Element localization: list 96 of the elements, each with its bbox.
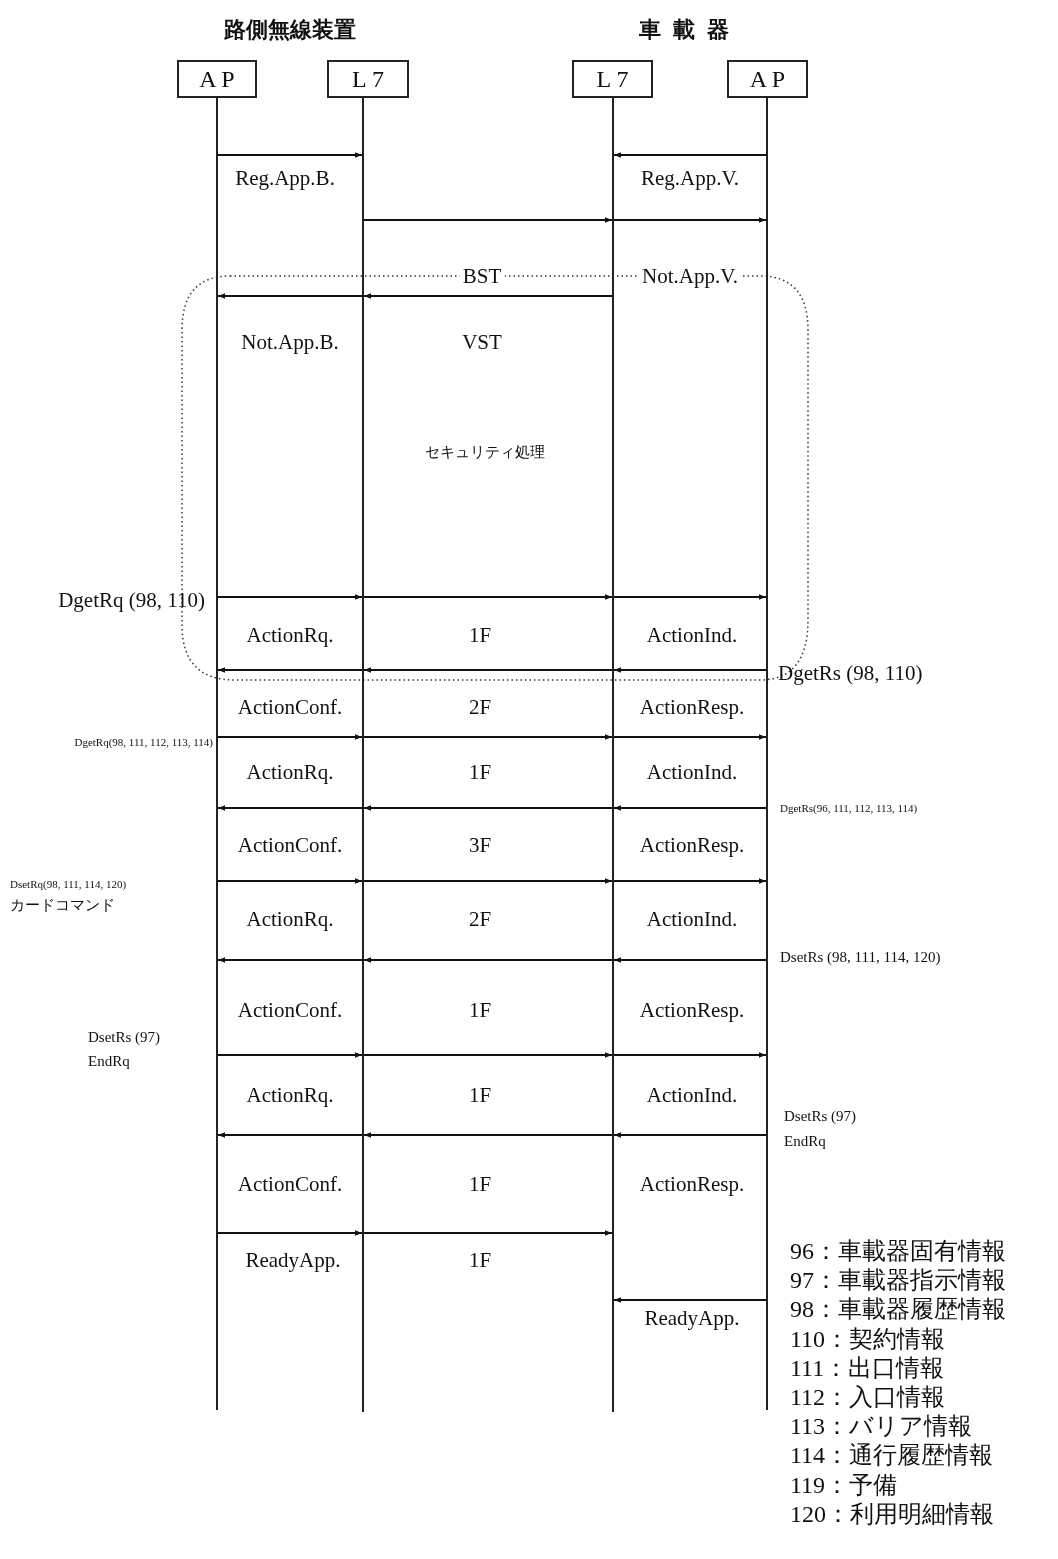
message-arrow: [363, 667, 613, 673]
message-label: 1F: [468, 1247, 492, 1273]
message-arrow: [363, 1132, 613, 1138]
message-arrow: [217, 152, 363, 158]
message-label: ActionConf.: [237, 832, 343, 858]
group-heading: 車載器: [639, 17, 741, 43]
message-label: 2F: [468, 694, 492, 720]
message-label: ActionResp.: [639, 694, 745, 720]
message-label: VST: [462, 329, 502, 355]
message-label: ActionInd.: [646, 759, 738, 785]
message-arrow: [363, 805, 613, 811]
legend-text: 96：車載器固有情報: [790, 1238, 1006, 1266]
message-label: ActionRq.: [246, 1082, 334, 1108]
message-label: 1F: [468, 1082, 492, 1108]
message-label: ActionResp.: [639, 832, 745, 858]
message-label: EndRq: [88, 1053, 130, 1071]
lifeline: [362, 98, 364, 1412]
legend-text: 98：車載器履歴情報: [790, 1296, 1006, 1325]
legend-text: 97：車載器指示情報: [790, 1267, 1006, 1295]
message-arrow: [613, 1052, 767, 1058]
participant-box: L 7: [327, 60, 409, 98]
message-arrow: [613, 805, 767, 811]
message-arrow: [217, 293, 363, 299]
message-label: Reg.App.B.: [235, 165, 335, 191]
message-label: 1F: [468, 622, 492, 648]
message-arrow: [613, 152, 767, 158]
message-label: 1F: [468, 1171, 492, 1197]
message-arrow: [613, 217, 767, 223]
message-label: ActionInd.: [646, 1082, 738, 1108]
message-label: ActionConf.: [237, 997, 343, 1023]
group-heading: 路側無線装置: [224, 17, 356, 43]
message-arrow: [613, 594, 767, 600]
message-arrow: [613, 734, 767, 740]
message-arrow: [217, 1230, 363, 1236]
message-arrow: [363, 1052, 613, 1058]
message-label: ActionRq.: [246, 622, 334, 648]
legend-text: 119：予備: [790, 1471, 898, 1500]
message-label: ActionInd.: [646, 906, 738, 932]
message-label: DgetRq (98, 110): [58, 587, 205, 613]
message-arrow: [217, 878, 363, 884]
message-label: ActionResp.: [639, 1171, 745, 1197]
message-arrow: [363, 878, 613, 884]
lifeline: [612, 98, 614, 1412]
message-label: DsetRs (97): [784, 1108, 857, 1126]
message-arrow: [217, 805, 363, 811]
lifeline: [216, 98, 218, 1410]
message-label: セキュリティ処理: [425, 444, 545, 462]
message-label: ReadyApp.: [644, 1305, 740, 1331]
message-label: DsetRs (98, 111, 114, 120): [780, 949, 941, 967]
message-arrow: [613, 957, 767, 963]
participant-box: L 7: [572, 60, 653, 98]
message-label: ActionResp.: [639, 997, 745, 1023]
message-label: DgetRs (98, 110): [778, 660, 923, 686]
message-arrow: [363, 594, 613, 600]
message-label: DgetRs(96, 111, 112, 113, 114): [780, 801, 918, 815]
message-arrow: [363, 734, 613, 740]
legend-text: 112：入口情報: [790, 1384, 946, 1412]
message-arrow: [613, 1297, 767, 1303]
message-arrow: [363, 217, 613, 223]
legend-text: 120：利用明細情報: [790, 1501, 994, 1529]
participant-box: A P: [177, 60, 257, 98]
message-label: Reg.App.V.: [640, 165, 740, 191]
lifeline: [766, 98, 768, 1410]
legend-text: 110：契約情報: [790, 1325, 946, 1354]
legend-text: 114：通行履歴情報: [790, 1442, 994, 1471]
message-label: DsetRs (97): [88, 1029, 161, 1047]
message-arrow: [217, 957, 363, 963]
message-label: 1F: [468, 997, 492, 1023]
message-label: ActionRq.: [246, 759, 334, 785]
message-arrow: [363, 293, 613, 299]
legend-text: 113：バリア情報: [790, 1413, 973, 1441]
message-label: ActionConf.: [237, 1171, 343, 1197]
message-arrow: [217, 1132, 363, 1138]
message-arrow: [217, 1052, 363, 1058]
message-arrow: [613, 878, 767, 884]
message-arrow: [217, 734, 363, 740]
message-label: 1F: [468, 759, 492, 785]
message-label: ReadyApp.: [245, 1247, 341, 1273]
message-label: Not.App.B.: [241, 329, 339, 355]
message-label: EndRq: [784, 1133, 826, 1151]
legend-text: 111：出口情報: [790, 1355, 945, 1383]
participant-box: A P: [727, 60, 808, 98]
message-arrow: [613, 1132, 767, 1138]
message-label: ActionRq.: [246, 906, 334, 932]
message-label: ActionConf.: [237, 694, 343, 720]
message-label: カードコマンド: [10, 897, 115, 915]
message-arrow: [363, 957, 613, 963]
message-arrow: [217, 667, 363, 673]
message-label: 2F: [468, 906, 492, 932]
message-label: DgetRq(98, 111, 112, 113, 114): [74, 735, 213, 749]
message-label: ActionInd.: [646, 622, 738, 648]
message-arrow: [217, 594, 363, 600]
message-label: 3F: [468, 832, 492, 858]
message-arrow: [613, 667, 767, 673]
message-arrow: [363, 1230, 613, 1236]
message-label: DsetRq(98, 111, 114, 120): [10, 877, 127, 891]
